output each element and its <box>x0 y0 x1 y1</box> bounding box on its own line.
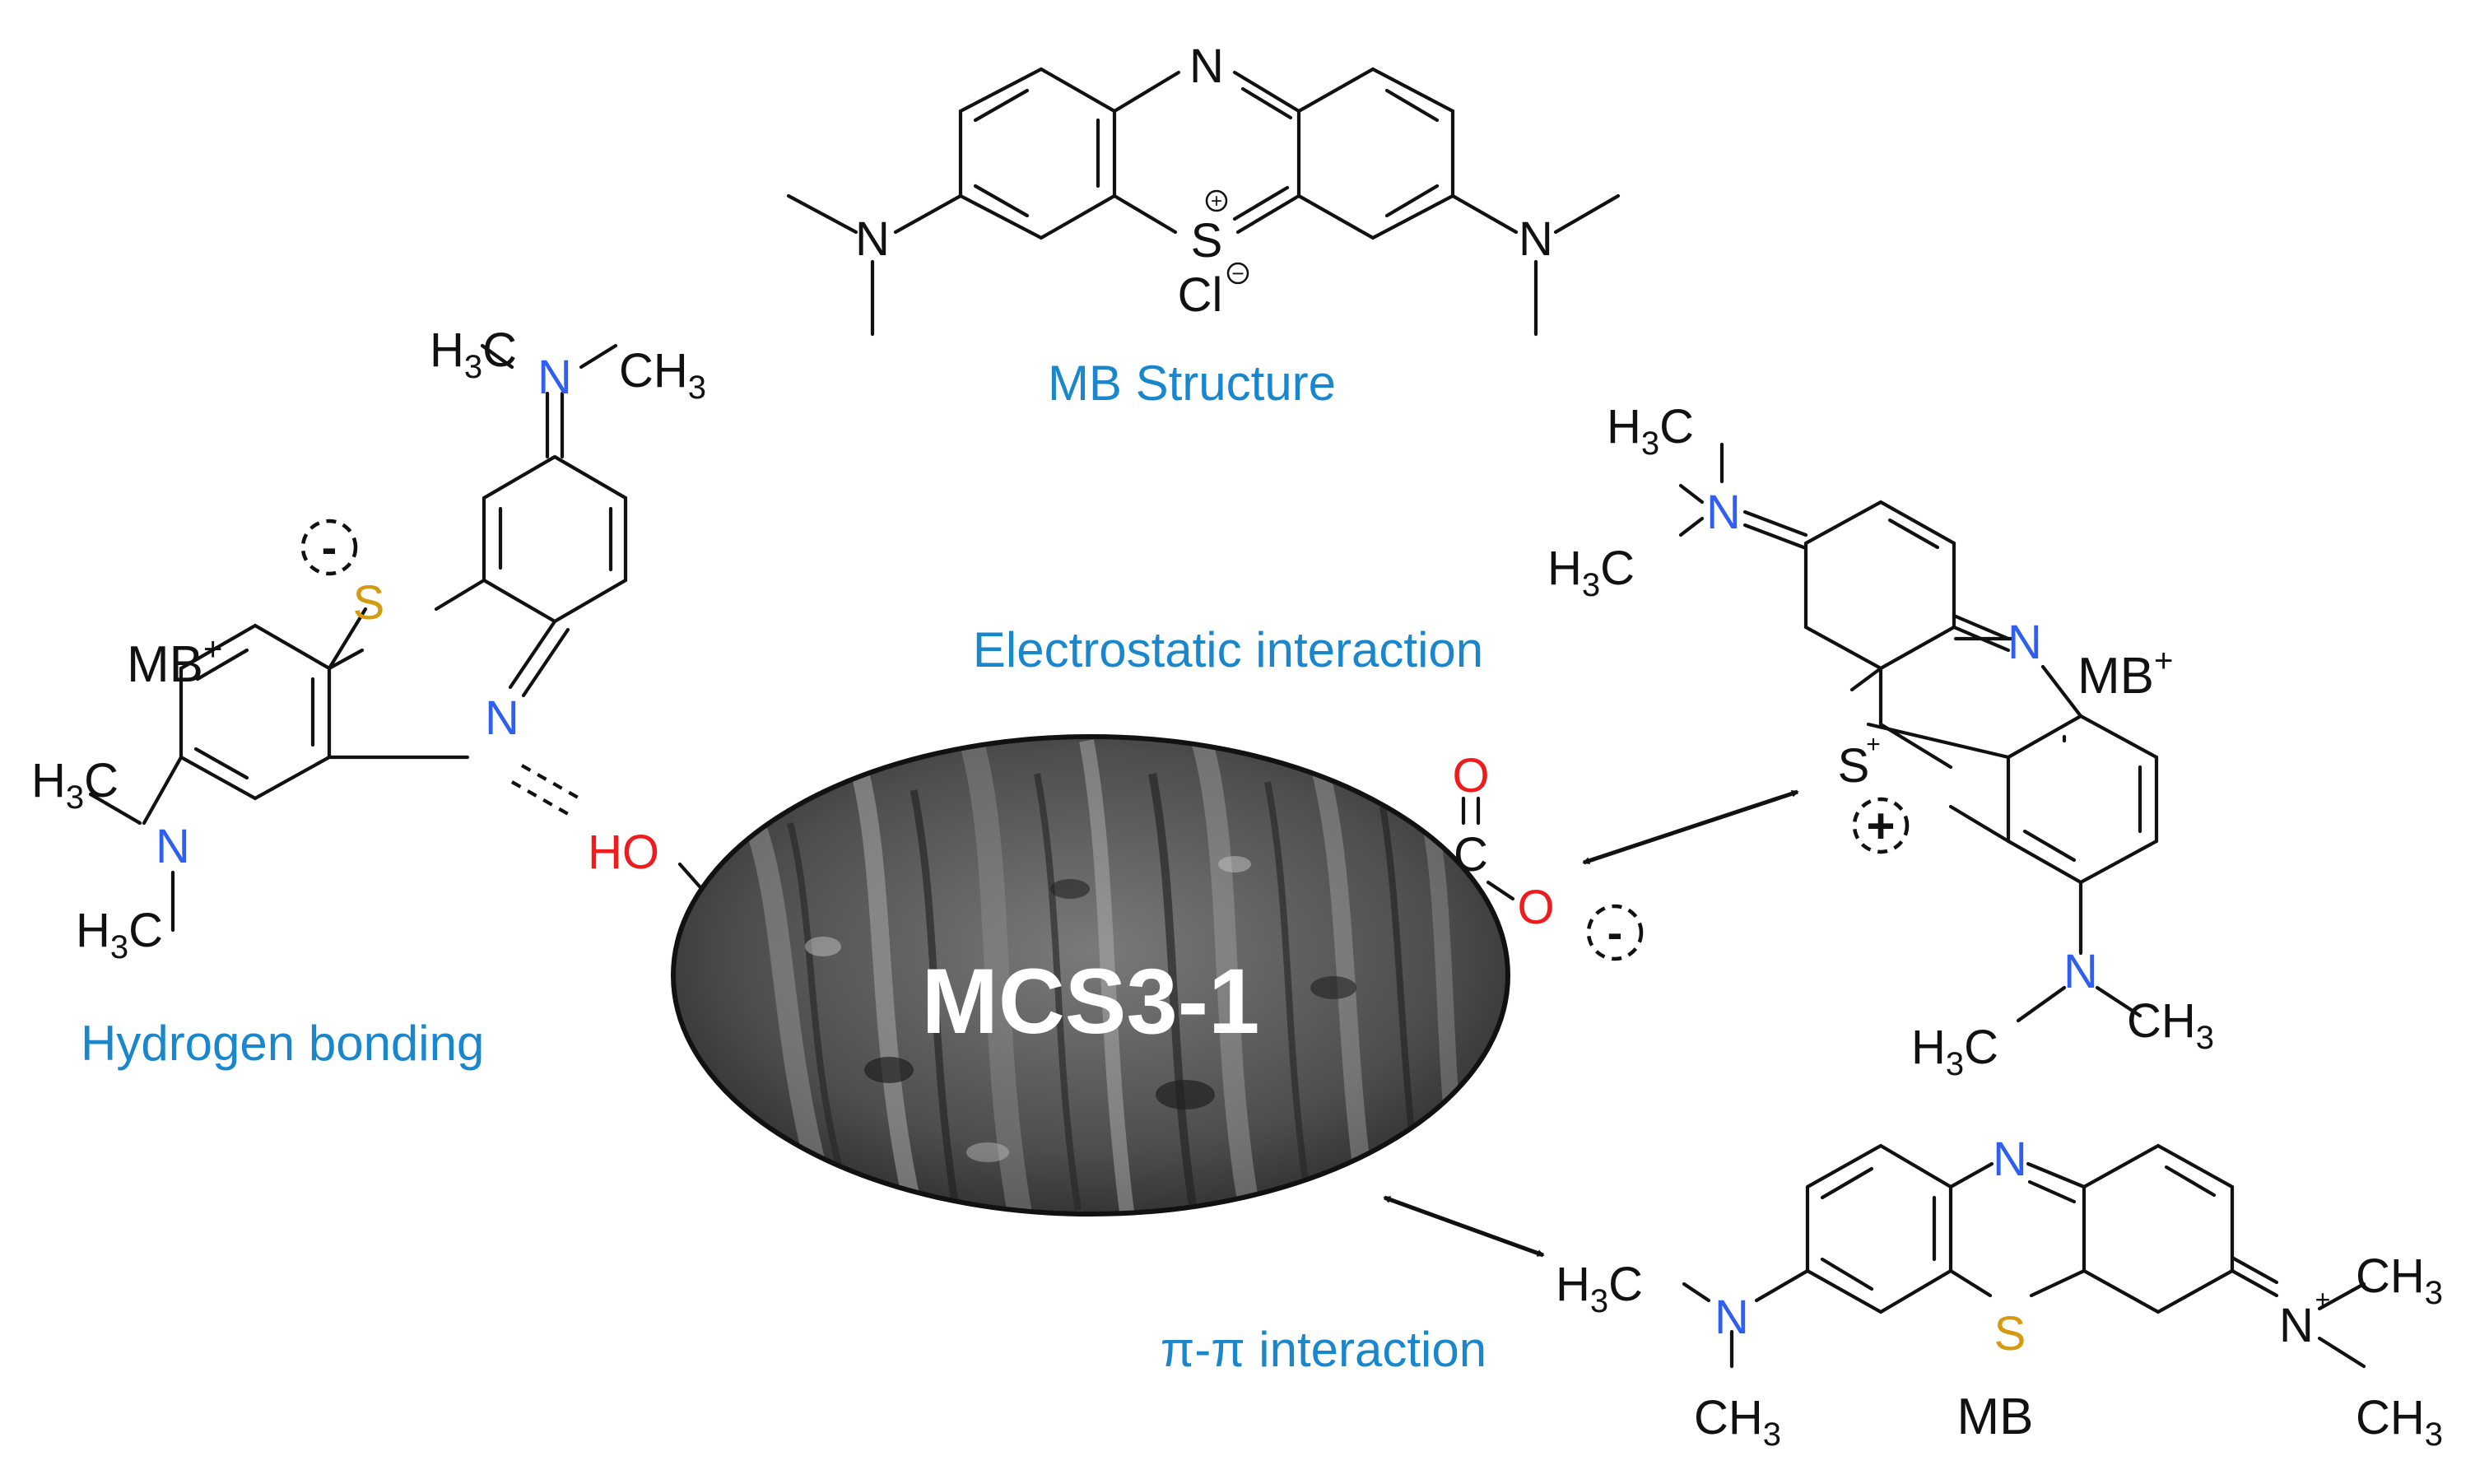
hb-ch3-top: CH3 <box>619 344 706 406</box>
electrostatic-molecule: H3C N H3C N S + + MB+ N H3C CH3 <box>1547 400 2214 1082</box>
carboxylate-group: O C O - <box>1397 749 1644 961</box>
hb-h3c-upper: H3C <box>31 754 119 816</box>
es-h3c-bottom: H3C <box>1911 1021 1998 1082</box>
pipi-mb-label: MB <box>1957 1389 2034 1445</box>
pipi-arrow <box>1383 1195 1545 1258</box>
mcs3-1-label: MCS3-1 <box>922 950 1260 1053</box>
mb-top-s: S <box>1191 214 1223 267</box>
carboxyl-o-top: O <box>1452 749 1489 802</box>
pipi-n-right: N <box>2279 1299 2314 1352</box>
es-mb-plus-label: MB+ <box>2077 643 2173 705</box>
hb-h3c-top: H3C <box>430 323 517 385</box>
hb-negative-charge: - <box>322 521 337 573</box>
hydroxyl-group: HO <box>588 826 720 909</box>
pipi-ch3-right-bottom: CH3 <box>2356 1391 2443 1453</box>
hb-mb-plus-label: MB+ <box>127 631 222 693</box>
es-n-ring: N <box>2007 616 2042 669</box>
mb-top-cl-charge: − <box>1231 261 1244 286</box>
pipi-ch3-right-top: CH3 <box>2356 1249 2443 1311</box>
carboxyl-negative-charge: - <box>1607 906 1623 958</box>
hb-s: S <box>353 576 385 630</box>
es-ch3-bottom: CH3 <box>2127 994 2214 1056</box>
carboxyl-o-minus: O <box>1517 881 1554 934</box>
pipi-label: π-π interaction <box>1161 1322 1486 1377</box>
pipi-n-plus: + <box>2315 1285 2331 1314</box>
mb-top-s-charge: + <box>1211 190 1222 212</box>
hb-n-left: N <box>156 820 190 873</box>
es-n-bottom: N <box>2063 945 2098 998</box>
hydrogen-bonding-molecule: H3C N CH3 S N N H3C H3C - MB+ <box>31 323 706 965</box>
hydroxyl-ho: HO <box>588 826 659 879</box>
es-s-plus: + <box>1866 731 1881 758</box>
pipi-ch3-left: CH3 <box>1694 1391 1781 1453</box>
mb-top-n: N <box>1189 40 1224 93</box>
mcs3-1-sem-particle: MCS3-1 <box>671 734 1510 1217</box>
es-positive-charge: + <box>1866 798 1895 854</box>
es-n-top: N <box>1706 486 1741 539</box>
es-h3c-upper: H3C <box>1607 400 1694 462</box>
hb-n-ring: N <box>485 691 519 745</box>
mb-structure-label: MB Structure <box>1048 356 1336 411</box>
electrostatic-label: Electrostatic interaction <box>973 622 1483 677</box>
pipi-n-top: N <box>1993 1133 2027 1186</box>
pipi-n-left: N <box>1714 1291 1749 1344</box>
pipi-mb-molecule: N S H3C N CH3 N + CH3 CH3 MB <box>1556 1133 2443 1453</box>
hydrogen-bonding-label: Hydrogen bonding <box>81 1016 484 1071</box>
pipi-s: S <box>1994 1307 2026 1361</box>
mb-top-n-left: N <box>855 212 890 266</box>
mb-structure-molecule: N S + Cl − N N <box>786 40 1621 337</box>
hb-n-top: N <box>537 351 572 404</box>
es-s: S <box>1838 739 1870 793</box>
hb-h3c-lower: H3C <box>76 904 163 965</box>
mb-top-n-right: N <box>1519 212 1553 266</box>
es-h3c-lower: H3C <box>1547 542 1635 603</box>
pipi-h3c-left: H3C <box>1556 1258 1643 1319</box>
electrostatic-arrow <box>1582 789 1799 865</box>
mb-top-cl: Cl <box>1178 268 1223 322</box>
